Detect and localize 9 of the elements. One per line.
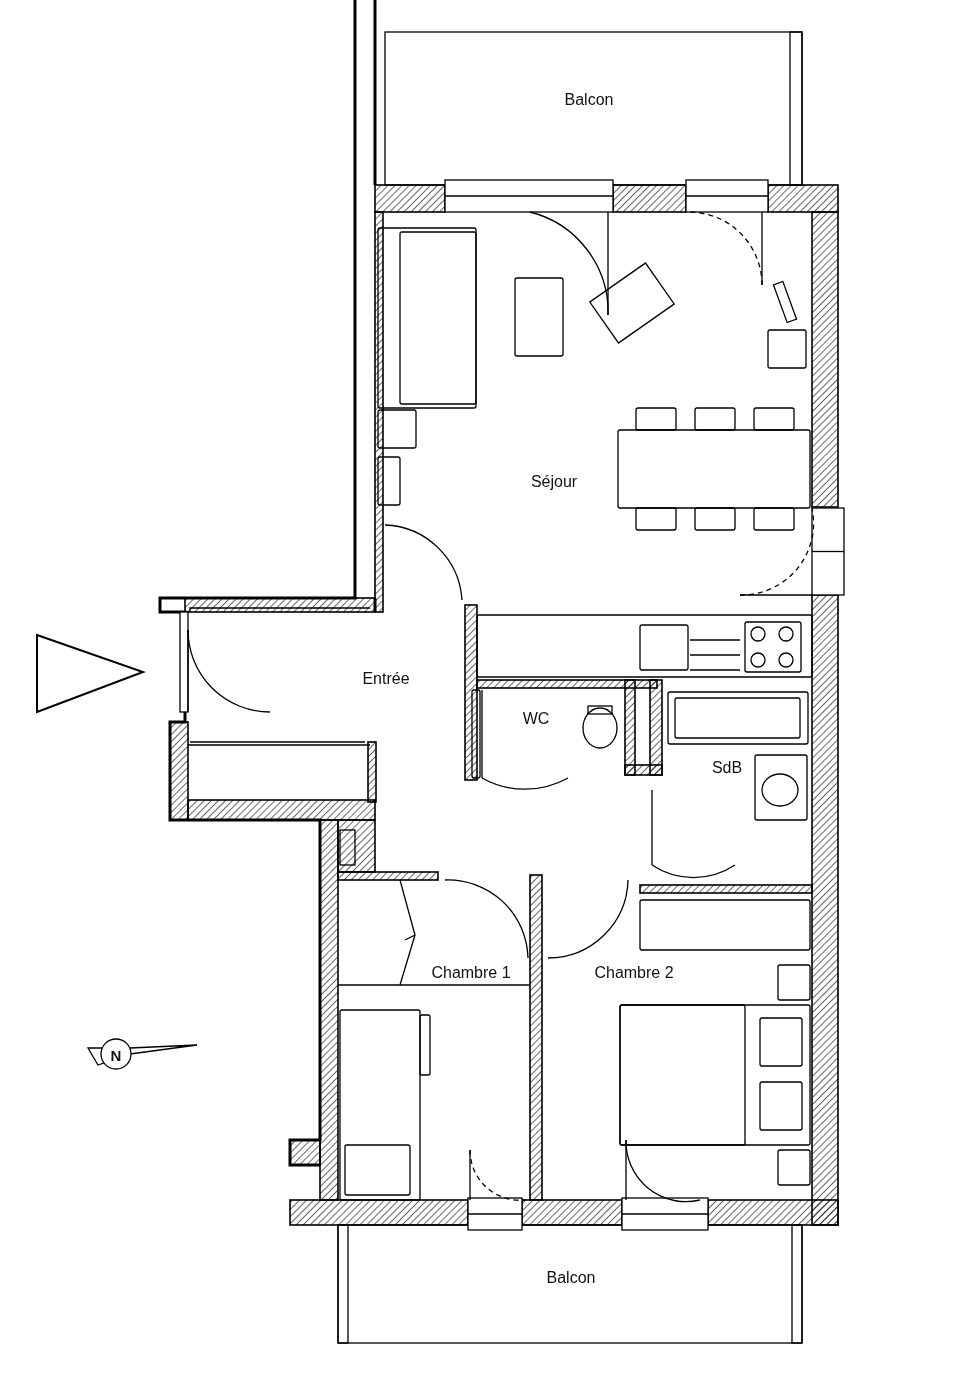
- room-label: Balcon: [546, 1270, 596, 1286]
- room-label: Chambre 2: [594, 965, 674, 981]
- room-label: SdB: [711, 760, 743, 776]
- room-label: WC: [522, 711, 550, 727]
- room-label: Entrée: [362, 671, 410, 687]
- room-label: Séjour: [530, 474, 578, 490]
- north-letter: N: [110, 1047, 122, 1063]
- room-label: Chambre 1: [431, 965, 511, 981]
- room-label: Balcon: [564, 92, 614, 108]
